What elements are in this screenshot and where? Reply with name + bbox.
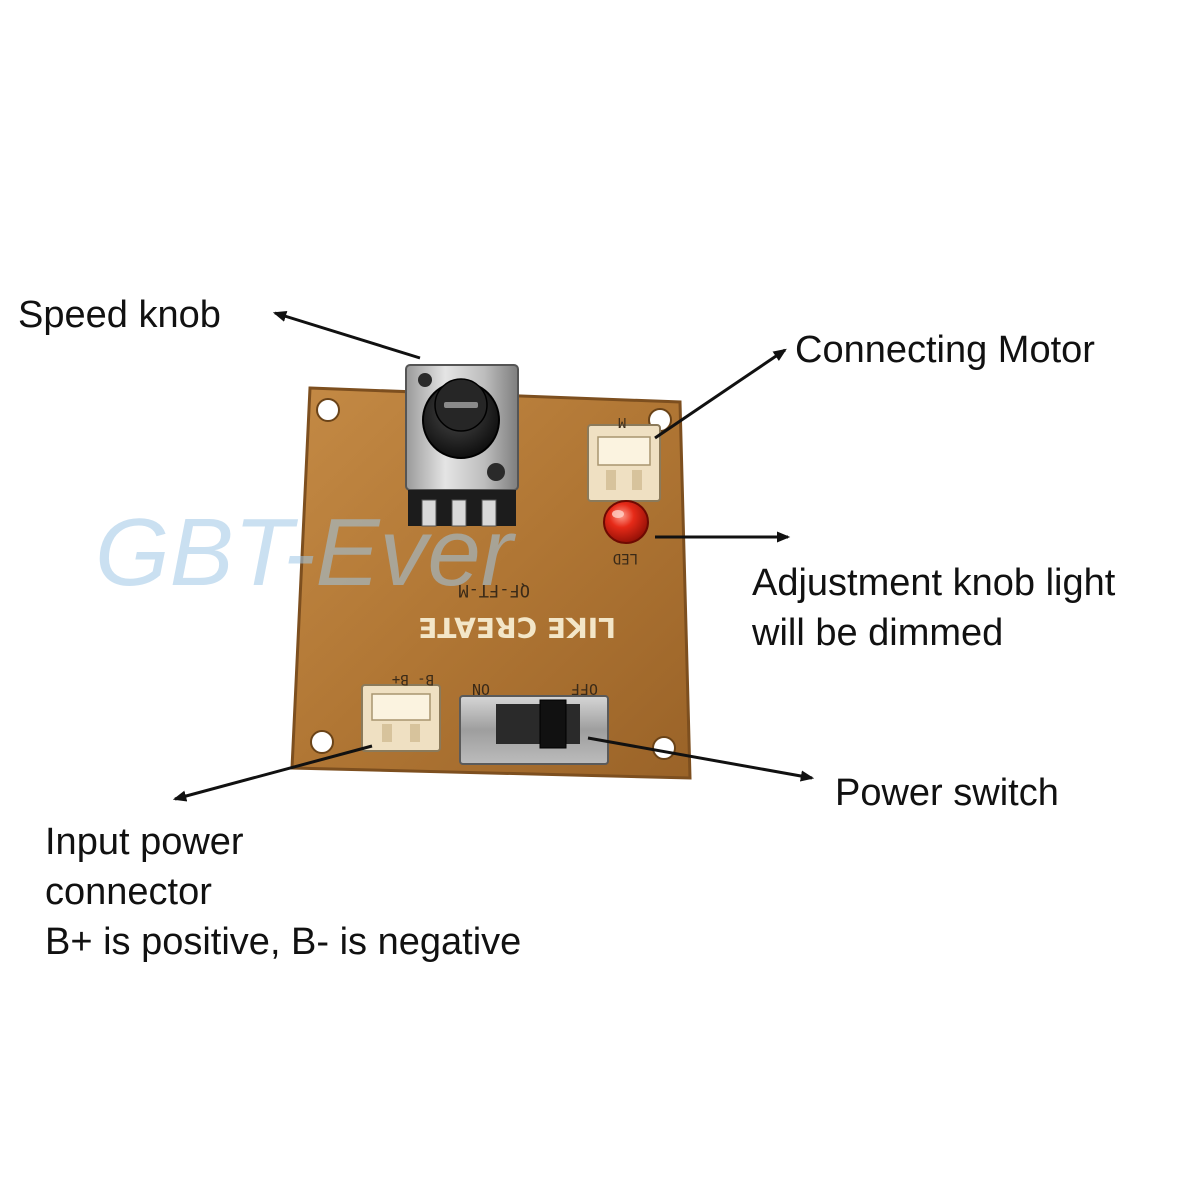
- connector-marks: B- B+: [392, 671, 434, 687]
- power-switch-body: [459, 695, 609, 765]
- mounting-hole: [316, 398, 340, 422]
- arrow-power-switch: [587, 736, 815, 782]
- label-led: Adjustment knob light will be dimmed: [752, 558, 1115, 658]
- svg-text:LIKE CREATE: LIKE CREATE: [418, 611, 616, 644]
- switch-off-mark: OFF: [571, 680, 598, 698]
- label-input-line2: connector: [45, 871, 212, 913]
- label-connecting-motor: Connecting Motor: [795, 329, 1095, 371]
- mounting-hole: [310, 730, 334, 754]
- label-led-line1: Adjustment knob light: [752, 562, 1116, 604]
- arrow-speed-knob: [272, 310, 421, 360]
- arrow-connecting-motor: [654, 348, 787, 440]
- brand-logo: LIKE CREATE: [418, 611, 616, 644]
- label-speed-knob: Speed knob: [18, 294, 221, 336]
- watermark: GBT-Ever: [95, 499, 517, 606]
- label-power-switch: Power switch: [835, 772, 1059, 814]
- label-input-line3: B+ is positive, B- is negative: [45, 921, 522, 963]
- led-mark: LED: [613, 550, 638, 566]
- arrow-input-power: [172, 744, 373, 802]
- input-power-connector: [361, 684, 441, 752]
- label-input-line1: Input power: [45, 821, 244, 863]
- mounting-hole: [652, 736, 676, 760]
- board-model: QF-FT-M: [458, 580, 530, 600]
- potentiometer: [405, 364, 519, 527]
- label-led-line2: will be dimmed: [752, 612, 1004, 654]
- switch-on-mark: ON: [472, 680, 490, 698]
- motor-connector: [587, 424, 661, 502]
- motor-mark: M: [618, 414, 626, 429]
- led: [603, 500, 649, 544]
- label-input-power: Input power connector B+ is positive, B-…: [45, 817, 521, 967]
